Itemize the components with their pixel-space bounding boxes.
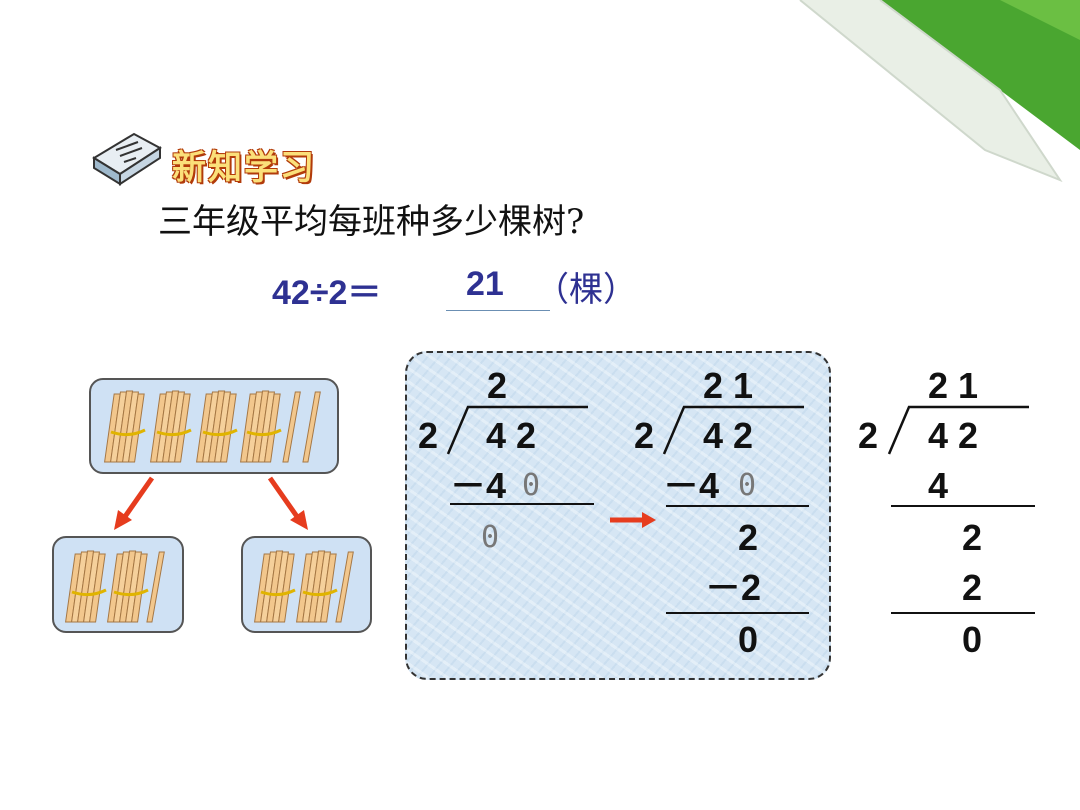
div2-divisor: 2 bbox=[634, 415, 655, 456]
div1-quotient: 2 bbox=[487, 365, 508, 406]
stick-bundle-icon bbox=[103, 389, 321, 464]
div1-minus: －4 bbox=[450, 465, 507, 506]
sticks-box-total bbox=[89, 378, 339, 474]
div1-bracket bbox=[446, 405, 588, 455]
div1-placeholder: 0 bbox=[522, 468, 541, 503]
equation-unit: （棵） bbox=[535, 270, 637, 310]
div2-dividend: 4 2 bbox=[703, 415, 754, 456]
stick-bundle-icon bbox=[253, 549, 354, 624]
div1-placeholder-remainder: 0 bbox=[481, 520, 500, 555]
div2-rem1: 2 bbox=[738, 517, 759, 558]
div2-minus1: －4 bbox=[663, 465, 720, 506]
stick-bundle-icon bbox=[64, 549, 165, 624]
equation-expression: 42÷2＝ bbox=[272, 274, 382, 312]
div2-quotient: 2 1 bbox=[703, 365, 754, 406]
div3-result: 0 bbox=[962, 619, 983, 660]
div1-dividend: 4 2 bbox=[486, 415, 537, 456]
page-curl-decoration bbox=[790, 0, 1080, 183]
div1-line bbox=[450, 503, 594, 505]
div2-placeholder: 0 bbox=[738, 468, 757, 503]
div3-sub2: 2 bbox=[962, 567, 983, 608]
div2-minus2: －2 bbox=[705, 567, 762, 608]
div3-divisor: 2 bbox=[858, 415, 879, 456]
div3-rem1: 2 bbox=[962, 517, 983, 558]
div2-line1 bbox=[666, 505, 809, 507]
div3-quotient: 2 1 bbox=[928, 365, 979, 406]
question-text: 三年级平均每班种多少棵树? bbox=[158, 202, 585, 242]
div3-line2 bbox=[891, 612, 1035, 614]
down-arrow-icon bbox=[114, 476, 155, 530]
div3-sub1: 4 bbox=[928, 465, 949, 506]
div3-dividend: 4 2 bbox=[928, 415, 979, 456]
div1-divisor: 2 bbox=[418, 415, 439, 456]
equation-answer: 21 bbox=[466, 265, 504, 303]
div2-result: 0 bbox=[738, 619, 759, 660]
down-arrow-icon bbox=[267, 476, 308, 530]
book-icon bbox=[92, 132, 162, 186]
right-arrow-icon bbox=[610, 512, 656, 528]
div3-bracket bbox=[887, 405, 1029, 455]
sticks-box-half-right bbox=[241, 536, 372, 633]
div2-line2 bbox=[666, 612, 809, 614]
sticks-box-half-left bbox=[52, 536, 184, 633]
section-badge: 新知学习 bbox=[172, 148, 316, 188]
div2-bracket bbox=[662, 405, 804, 455]
div3-line1 bbox=[891, 505, 1035, 507]
answer-underline bbox=[446, 310, 550, 311]
